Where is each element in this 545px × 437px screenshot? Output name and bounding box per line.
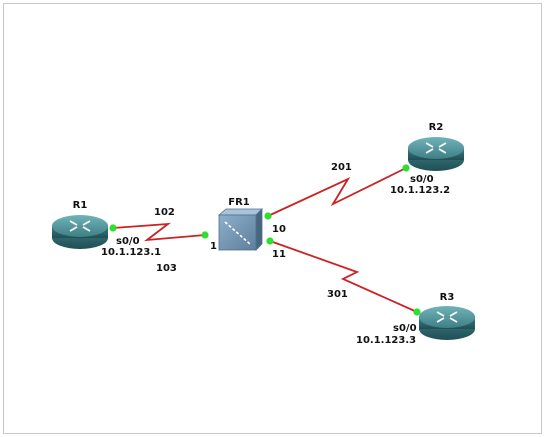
r2-name-label: R2 (429, 122, 444, 133)
port-dot-fr1-r2[interactable] (264, 212, 272, 220)
r3-name-label: R3 (440, 292, 455, 303)
dlci-201-label: 201 (331, 162, 352, 173)
fr1-port-r3-label: 11 (272, 249, 286, 260)
fr1-name-label: FR1 (228, 197, 250, 208)
r1-name-label: R1 (73, 200, 88, 211)
r2-ip-label: 10.1.123.2 (390, 185, 450, 196)
dlci-102-label: 102 (154, 207, 175, 218)
dlci-103-label: 103 (156, 263, 177, 274)
link-fr1-r3[interactable] (269, 240, 418, 313)
router-arrows-icon (69, 220, 91, 232)
r1-interface-label: s0/0 (116, 236, 140, 247)
link-r1-fr1[interactable] (112, 222, 206, 242)
router-arrows-icon (425, 142, 447, 154)
router-arrows-icon (436, 311, 458, 323)
port-dot-r2[interactable] (402, 164, 410, 172)
fr1-port-r2-label: 10 (272, 224, 286, 235)
switch-fr1[interactable] (217, 208, 263, 251)
port-dot-fr1-r1[interactable] (201, 231, 209, 239)
r1-ip-label: 10.1.123.1 (101, 247, 161, 258)
switch-arrow-icon (224, 221, 251, 245)
router-r3[interactable] (419, 306, 475, 340)
dlci-301-label: 301 (327, 289, 348, 300)
r2-interface-label: s0/0 (410, 174, 434, 185)
router-r1[interactable] (52, 215, 108, 249)
port-dot-r3[interactable] (413, 308, 421, 316)
port-dot-fr1-r3[interactable] (266, 237, 274, 245)
port-dot-r1[interactable] (109, 224, 117, 232)
router-r2[interactable] (408, 137, 464, 171)
link-fr1-r2[interactable] (267, 167, 407, 217)
r3-interface-label: s0/0 (393, 323, 417, 334)
r3-ip-label: 10.1.123.3 (356, 335, 416, 346)
fr1-port-r1-label: 1 (210, 241, 217, 252)
